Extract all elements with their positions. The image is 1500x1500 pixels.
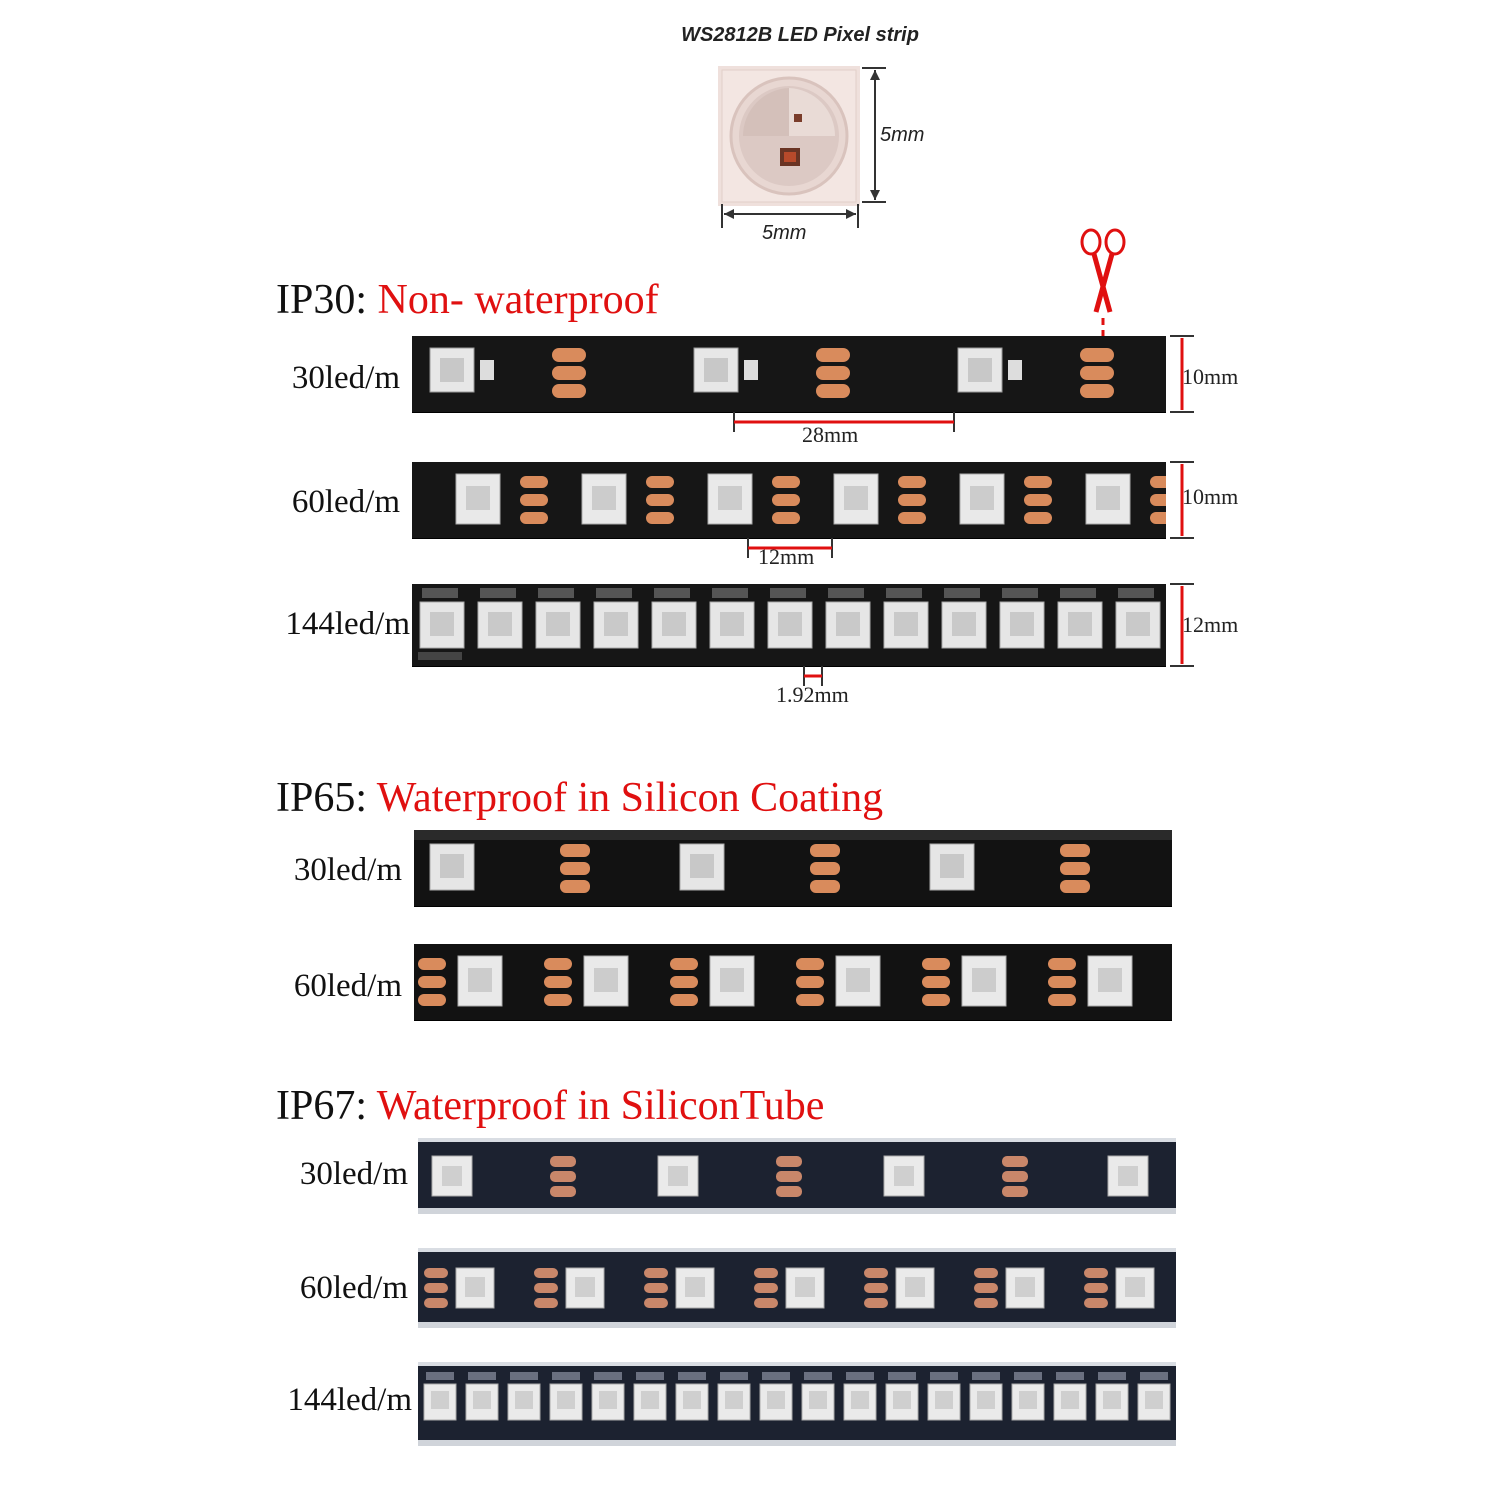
row-label-ip67-144: 144led/m: [287, 1382, 412, 1418]
row-label-ip30-144: 144led/m: [285, 606, 410, 642]
chip-width-label: 5mm: [762, 222, 807, 244]
section-code: IP67:: [276, 1083, 368, 1129]
section-title-ip65: IP65: Waterproof in Silicon Coating: [276, 774, 883, 822]
section-desc: Waterproof in SiliconTube: [376, 1083, 825, 1129]
dimension-line-side: [1170, 461, 1194, 539]
section-desc: Waterproof in Silicon Coating: [376, 775, 884, 821]
dimension-line-side: [1170, 335, 1194, 413]
measure-side-ip30-30: 10mm: [1182, 364, 1239, 389]
led-strip-ip65-60: [414, 944, 1172, 1020]
led-strip-ip30-144: [412, 584, 1166, 666]
measure-pitch-ip30-60: 12mm: [758, 544, 815, 569]
dimension-line-side: [1170, 583, 1194, 667]
chip-title: WS2812B LED Pixel strip: [681, 24, 919, 46]
section-title-ip30: IP30: Non- waterproof: [276, 276, 659, 324]
measure-side-ip30-144: 12mm: [1182, 612, 1239, 637]
dimension-line-pitch: [733, 412, 955, 432]
section-code: IP65:: [276, 775, 368, 821]
section-code: IP30:: [276, 277, 368, 323]
led-30-unit: [429, 347, 586, 398]
measure-pitch-ip30-30: 28mm: [802, 422, 859, 447]
section-title-ip67: IP67: Waterproof in SiliconTube: [276, 1082, 824, 1130]
row-label-ip67-30: 30led/m: [299, 1156, 408, 1192]
row-label-ip65-30: 30led/m: [293, 852, 402, 888]
row-label-ip30-60: 60led/m: [291, 484, 400, 520]
chip-dimension-lines: [721, 67, 886, 228]
measure-pitch-ip30-144: 1.92mm: [776, 682, 849, 707]
led-strip-ip67-144: [418, 1362, 1176, 1446]
row-label-ip67-60: 60led/m: [299, 1270, 408, 1306]
led-strip-ip65-30: [414, 830, 1172, 906]
led-strip-ip67-30: [418, 1138, 1176, 1214]
chip-height-label: 5mm: [880, 124, 925, 146]
led-strip-ip67-60: [418, 1248, 1176, 1328]
measure-side-ip30-60: 10mm: [1182, 484, 1239, 509]
section-desc: Non- waterproof: [377, 277, 659, 323]
dimension-line-pitch: [803, 666, 823, 686]
row-label-ip65-60: 60led/m: [293, 968, 402, 1004]
dimension-line-pitch: [747, 538, 833, 558]
row-label-ip30-30: 30led/m: [291, 360, 400, 396]
led-chip-image: [718, 66, 860, 206]
led-strip-ip30-60: [412, 462, 1166, 538]
led-strip-ip30-30: [412, 336, 1166, 412]
